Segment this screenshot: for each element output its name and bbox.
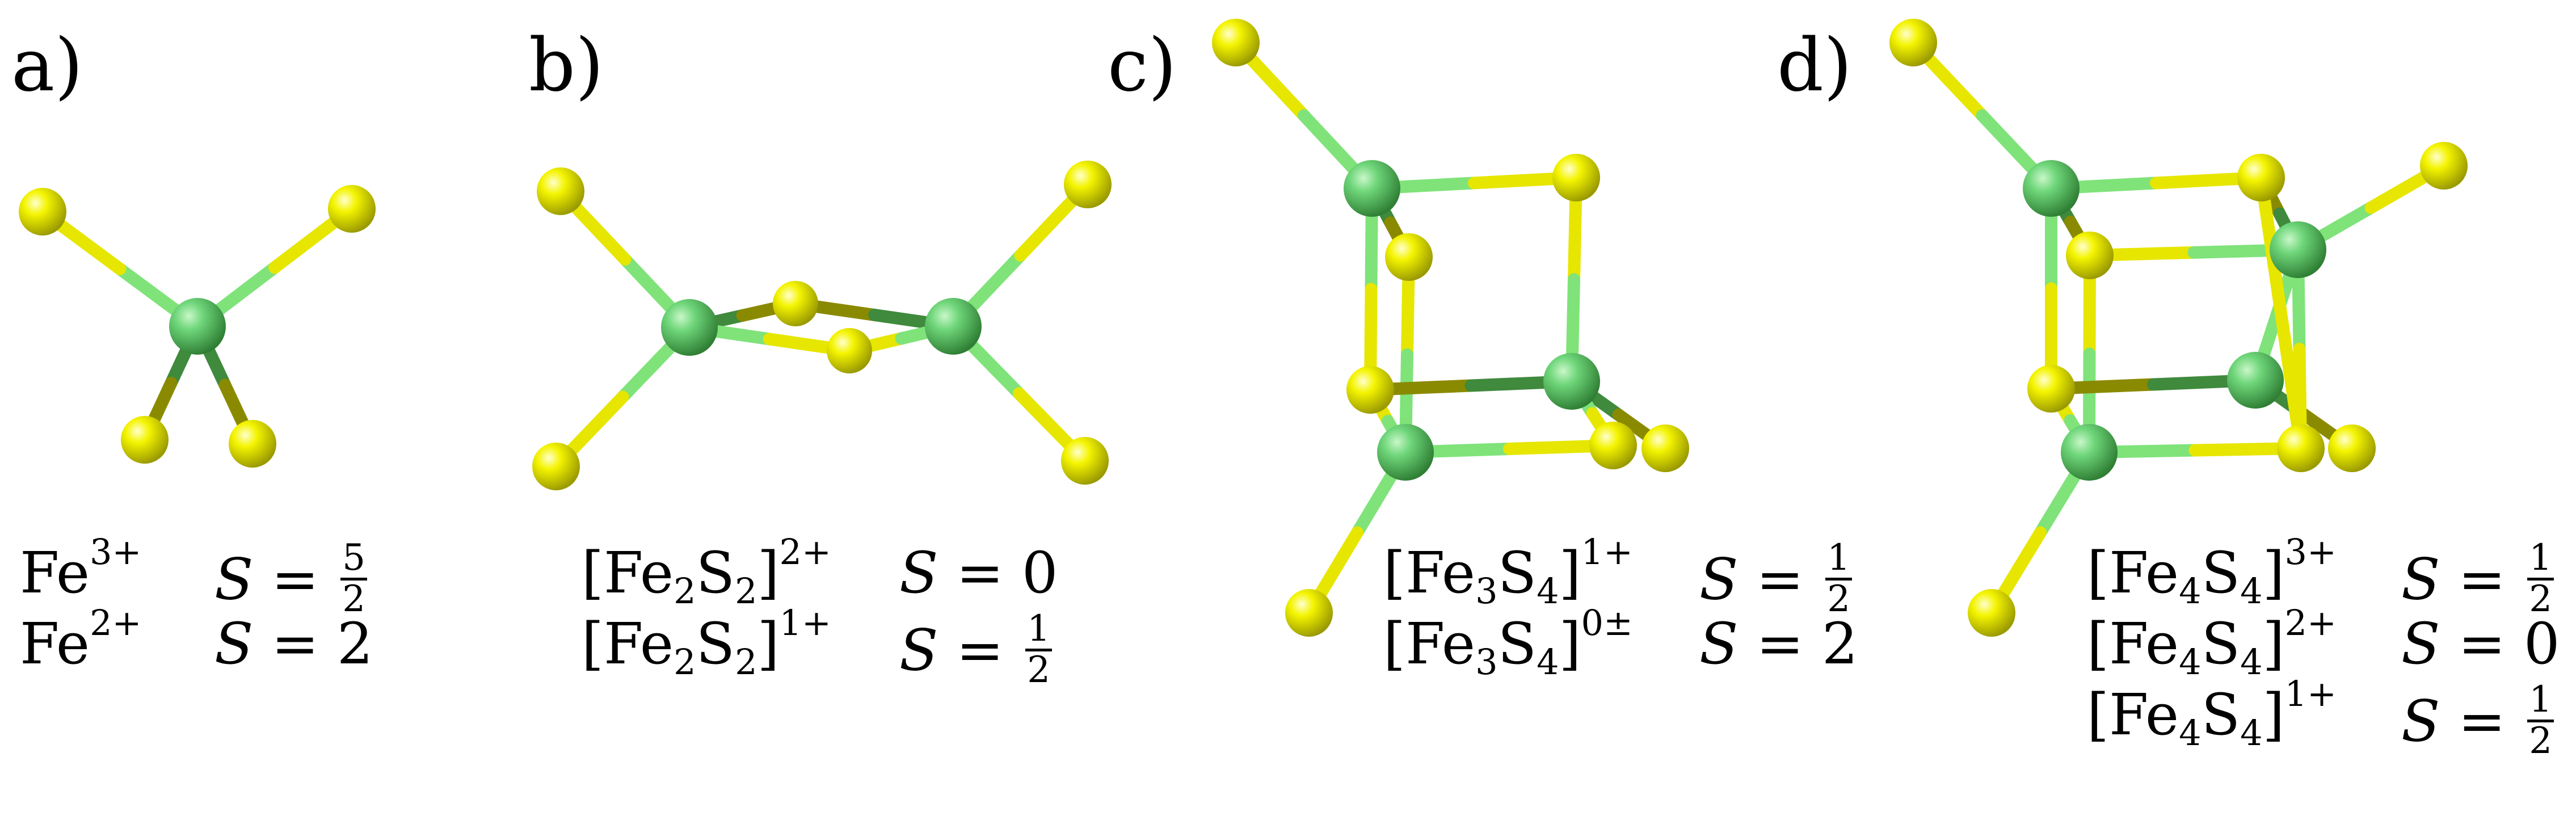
spin-value: 2 [1821,611,1858,677]
formula: [Fe4S4]2+ [2087,602,2337,683]
iron-atom [925,298,982,355]
sulfur-atom [2027,365,2075,413]
sulfur-atom [121,416,169,464]
sulfur-atom [1552,154,1600,201]
bond-layer [36,36,2450,619]
spin-value: 0 [2523,611,2560,677]
panel-label-c: c) [1108,23,1177,108]
spin-state: S = 2 [214,611,373,677]
charge: 0± [1581,602,1633,644]
sulfur-atom [229,420,276,468]
sulfur-atom [2328,424,2376,472]
charge: 2+ [90,602,142,644]
sulfur-atom [19,188,66,235]
sulfur-atom [2066,232,2114,279]
iron-atom [2023,160,2080,217]
iron-atom [2270,221,2326,278]
charge: 2+ [779,531,831,573]
sulfur-atom [1889,19,1937,66]
iron-atom [2061,424,2118,481]
sulfur-atom [1968,589,2015,637]
charge: 2+ [2284,602,2337,644]
iron-atom [2227,352,2284,409]
spin-value: 0 [1021,540,1058,606]
sulfur-atom [1064,161,1112,208]
charge: 1+ [1581,531,1633,573]
panel-label-a: a) [11,23,83,108]
iron-atom [1344,160,1400,217]
formula: [Fe2S2]2+ [582,531,831,612]
sulfur-atom [1212,19,1260,66]
sulfur-atom [2237,154,2285,201]
formula: [Fe3S4]1+ [1383,531,1633,612]
charge: 1+ [2284,673,2337,715]
formula: [Fe4S4]3+ [2087,531,2337,612]
spin-state: S = 0 [2401,611,2560,677]
charge: 1+ [779,602,831,644]
sulfur-atom [2420,142,2468,190]
atom-layer [19,19,2468,637]
sulfur-atom [773,281,818,326]
sulfur-atom [1589,422,1637,469]
iron-atom [1543,353,1600,410]
panel-label-d: d) [1777,23,1852,108]
spin-value: 2 [336,611,373,677]
spin-state: S = 2 [1699,611,1858,677]
spin-state: S = 0 [899,540,1058,606]
formula: [Fe4S4]1+ [2087,673,2337,754]
formula: Fe3+ [20,531,142,606]
iron-atom [169,298,226,355]
formula: [Fe3S4]0± [1383,602,1633,683]
formula: [Fe2S2]1+ [582,602,831,683]
iron-atom [661,299,718,356]
charge: 3+ [2284,531,2337,573]
formula: Fe2+ [20,602,142,677]
sulfur-atom [1385,233,1433,281]
sulfur-atom [827,328,872,373]
charge: 3+ [90,531,142,573]
sulfur-atom [328,185,376,233]
iron-atom [1377,424,1434,481]
sulfur-atom [537,167,584,215]
sulfur-atom [1285,589,1333,637]
sulfur-atom [1346,366,1394,414]
panel-label-b: b) [529,23,604,108]
sulfur-atom [532,443,580,490]
sulfur-atom [1641,424,1689,472]
sulfur-atom [1061,437,1109,485]
sulfur-atom [2277,424,2325,472]
